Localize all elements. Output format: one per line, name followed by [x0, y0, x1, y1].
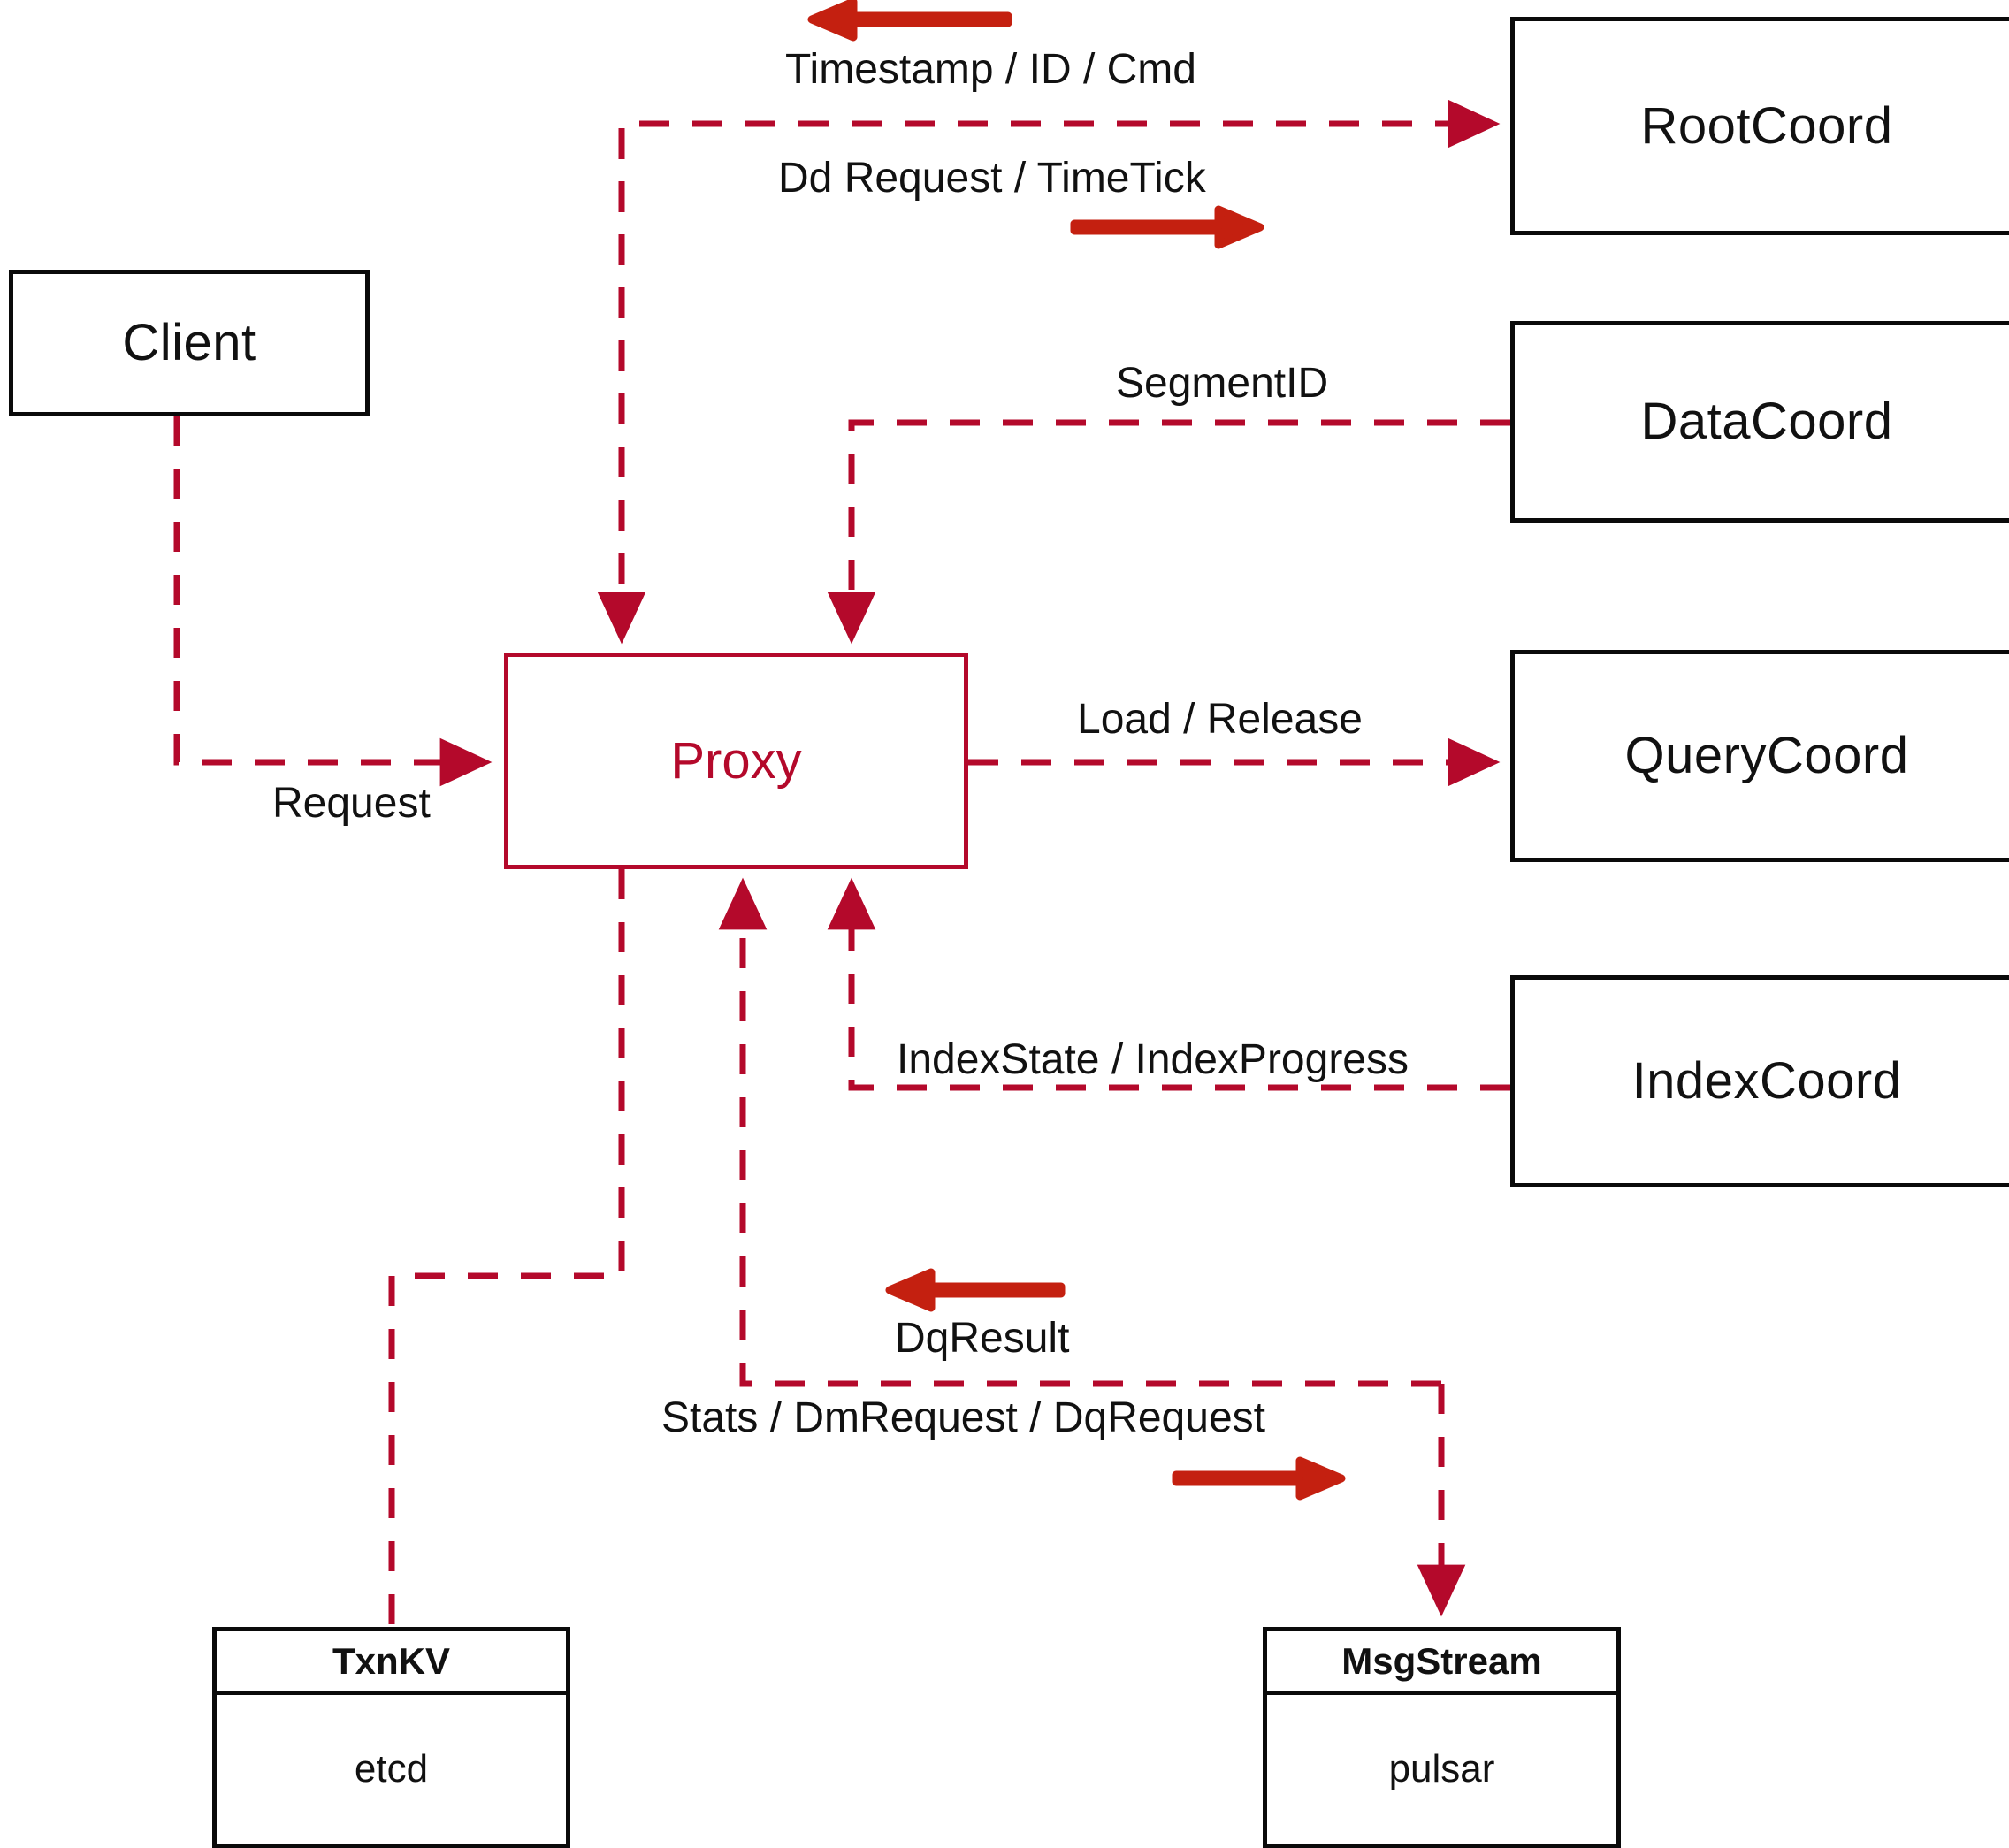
node-txn-kv-header: TxnKV [217, 1631, 566, 1695]
edge-rootcoord-proxy [597, 99, 1501, 645]
edge-label-segment-id: SegmentID [1116, 360, 1329, 407]
node-proxy-label: Proxy [670, 731, 802, 790]
edge-proxy-msgstream [388, 869, 1466, 1627]
edge-msgstream-proxy-dqresult [718, 877, 1441, 1387]
node-msg-stream-title: MsgStream [1341, 1639, 1542, 1682]
edge-indexcoord-proxy [827, 877, 1510, 1091]
edge-label-dq-result: DqResult [895, 1315, 1070, 1362]
arrow-right-icon-dqrequest [1172, 1456, 1346, 1501]
edge-label-index-state-progress: IndexState / IndexProgress [897, 1036, 1409, 1083]
node-data-coord[interactable]: DataCoord [1510, 321, 2009, 523]
edge-client-to-proxy [173, 416, 493, 787]
node-msg-stream-header: MsgStream [1267, 1631, 1616, 1695]
node-client[interactable]: Client [9, 270, 370, 416]
node-msg-stream-body: pulsar [1267, 1695, 1616, 1844]
node-txn-kv[interactable]: TxnKV etcd [212, 1627, 570, 1848]
node-query-coord-label: QueryCoord [1624, 727, 1909, 784]
node-txn-kv-title: TxnKV [332, 1639, 450, 1682]
node-root-coord[interactable]: RootCoord [1510, 17, 2009, 235]
node-msg-stream-impl: pulsar [1388, 1747, 1495, 1791]
edge-label-load-release: Load / Release [1077, 696, 1363, 743]
node-txn-kv-body: etcd [217, 1695, 566, 1844]
node-proxy[interactable]: Proxy [504, 653, 968, 869]
node-client-label: Client [122, 314, 256, 371]
edge-label-request: Request [272, 780, 431, 827]
edge-label-dd-request-timetick: Dd Request / TimeTick [778, 155, 1206, 202]
arrow-left-icon-timestamp [807, 0, 1012, 42]
arrow-right-icon-ddrequest [1070, 205, 1264, 249]
edge-datacoord-proxy [827, 419, 1510, 645]
node-msg-stream[interactable]: MsgStream pulsar [1263, 1627, 1621, 1848]
node-index-coord[interactable]: IndexCoord [1510, 975, 2009, 1187]
node-index-coord-label: IndexCoord [1631, 1052, 1902, 1110]
node-query-coord[interactable]: QueryCoord [1510, 650, 2009, 862]
node-data-coord-label: DataCoord [1640, 393, 1893, 450]
node-txn-kv-impl: etcd [354, 1747, 429, 1791]
edge-label-stats-dm-dq-request: Stats / DmRequest / DqRequest [661, 1394, 1265, 1441]
edge-label-timestamp-id-cmd: Timestamp / ID / Cmd [785, 46, 1196, 93]
arrow-left-icon-dqresult [885, 1268, 1066, 1312]
node-root-coord-label: RootCoord [1640, 96, 1893, 155]
